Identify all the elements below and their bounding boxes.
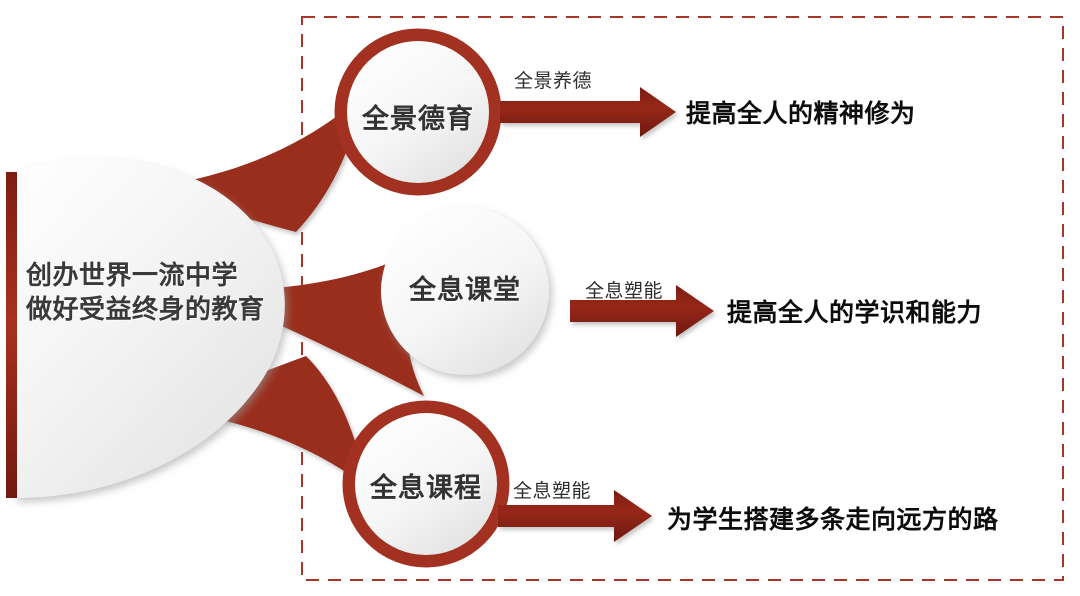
arrow-3 xyxy=(498,490,652,542)
arrow-2 xyxy=(570,285,714,337)
branch-circle-3[interactable] xyxy=(342,400,510,568)
main-blob xyxy=(14,158,285,498)
circle-3-face xyxy=(355,413,497,555)
circle-3-ring xyxy=(342,400,510,568)
page-title: 创办世界一流中学 做好受益终身的教育 xyxy=(26,260,265,325)
arrow-1 xyxy=(500,87,676,137)
circle-1-face xyxy=(347,41,489,183)
connector-3 xyxy=(167,356,368,488)
branch-2-outcome: 提高全人的学识和能力 xyxy=(727,299,983,327)
branch-3-circle-label: 全息课程 xyxy=(370,473,482,503)
branch-3-outcome: 为学生搭建多条走向远方的路 xyxy=(667,506,999,534)
branch-1-circle-label: 全景德育 xyxy=(362,104,474,134)
branch-1-outcome: 提高全人的精神修为 xyxy=(686,100,916,128)
main-blob-accent-bar xyxy=(6,172,17,498)
branch-2-arrow-label: 全息塑能 xyxy=(585,281,664,302)
branch-circle-2[interactable] xyxy=(381,207,549,375)
branch-1-arrow-label: 全景养德 xyxy=(514,71,593,92)
connector-2 xyxy=(200,248,424,396)
branch-circle-1[interactable] xyxy=(334,28,502,196)
circle-2-face xyxy=(381,207,549,375)
branch-2-circle-label: 全息课堂 xyxy=(409,275,521,305)
branch-3-arrow-label: 全息塑能 xyxy=(513,481,592,502)
circle-1-ring xyxy=(334,28,502,196)
main-blob-group xyxy=(6,158,285,498)
